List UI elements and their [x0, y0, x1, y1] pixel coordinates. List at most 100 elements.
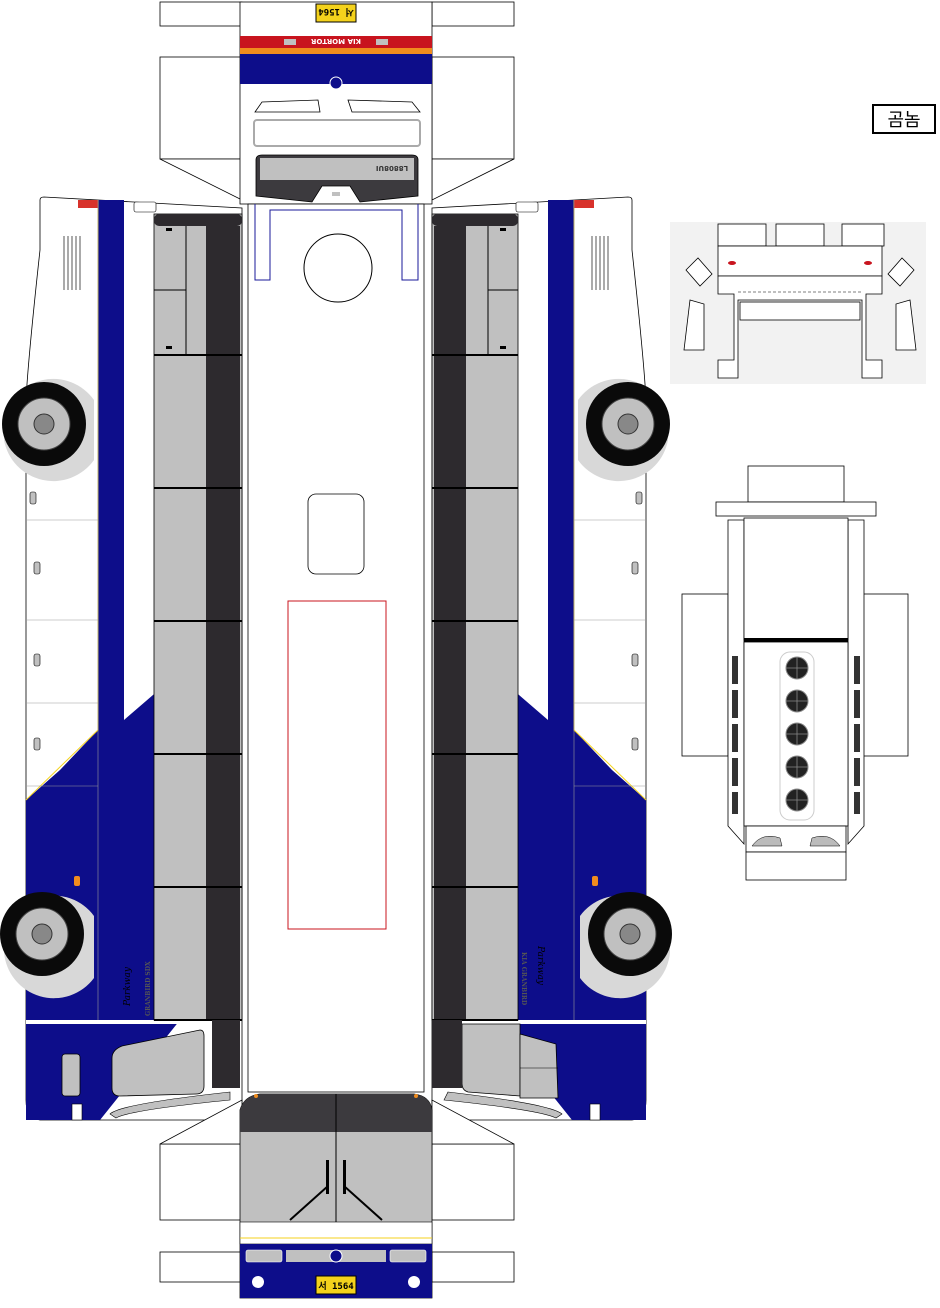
left-door-handle — [33, 653, 41, 667]
right-reflector — [589, 1103, 601, 1121]
kia-logo-icon — [329, 76, 343, 90]
right-rear-line — [432, 1020, 646, 1024]
right-side-mirror-mount — [515, 201, 539, 213]
right-door-handle — [635, 491, 643, 505]
left-window-latch — [166, 228, 172, 231]
radiator-fan-icon — [785, 656, 809, 812]
front-sign-panel — [260, 158, 414, 180]
glue-tab — [841, 223, 885, 247]
left-rear-line — [26, 1020, 240, 1024]
glue-tab — [159, 158, 243, 201]
rear-lamp-left — [245, 1249, 283, 1263]
cab-part-mirror-left — [685, 257, 713, 287]
glue-tab — [747, 465, 845, 503]
front-sign-text: L8808UI — [376, 164, 408, 172]
cab-part — [670, 222, 926, 384]
right-door-handle — [631, 737, 639, 751]
rear-lamp-right — [389, 1249, 427, 1263]
left-grille-lines — [63, 236, 81, 290]
left-window-dark-band — [206, 354, 240, 1020]
left-rear-window — [111, 1029, 205, 1097]
glue-tab — [861, 593, 909, 757]
left-door-handle — [29, 491, 37, 505]
engine-part-panel — [743, 517, 849, 641]
roof-front-trim — [254, 204, 419, 281]
left-door-handle — [33, 561, 41, 575]
right-window-latch — [500, 346, 506, 349]
glue-tab — [681, 593, 729, 757]
left-window-dividers — [154, 226, 242, 1021]
right-side-model: KIA GRANBIRD — [520, 952, 527, 1005]
cab-part-flap-right — [895, 299, 917, 351]
right-side-panel: Parkway KIA GRANBIRD — [431, 196, 672, 1121]
front-marker-light — [284, 39, 296, 45]
kia-logo-icon — [329, 1249, 343, 1263]
cab-part-lamp — [728, 261, 736, 265]
front-section: 서 1564 KIA MORTOR L8808UI — [159, 1, 515, 205]
rear-clearance-light — [414, 1094, 418, 1098]
front-brand-text: KIA MORTOR — [310, 37, 361, 45]
left-driver-window-dark — [206, 226, 240, 356]
left-window-latch — [166, 346, 172, 349]
left-door-handle — [33, 737, 41, 751]
left-marker-light — [78, 200, 98, 208]
engine-vent-slots — [732, 656, 860, 814]
left-front-grille — [60, 234, 82, 292]
left-rear-wheel-icon — [0, 892, 94, 999]
front-orange-stripe — [240, 48, 432, 54]
rear-plate-text: 서 1564 — [318, 1280, 354, 1292]
right-front-wheel-icon — [578, 378, 670, 482]
glue-tab — [431, 1, 515, 27]
left-front-wheel-icon — [2, 378, 94, 482]
roof-ac-outline — [287, 600, 387, 930]
front-lamp-right — [347, 99, 421, 113]
left-side-model: GRANBIRD SDX — [145, 961, 152, 1016]
roof-vent — [307, 493, 365, 575]
front-plate-text: 서 1564 — [318, 6, 354, 18]
rear-wiper-post — [326, 1160, 329, 1194]
glue-tab — [159, 1251, 243, 1283]
right-rear-pillar — [432, 1020, 462, 1088]
rear-wiper-post — [343, 1160, 346, 1194]
right-driver-window — [466, 226, 488, 356]
front-camera — [332, 192, 340, 196]
rear-license-plate — [315, 1275, 357, 1295]
engine-part-hinge — [744, 638, 848, 642]
left-side-marker — [74, 876, 80, 886]
right-window-dark-band — [434, 226, 466, 1020]
cab-part-frame — [717, 275, 883, 379]
glue-tab — [159, 56, 243, 160]
glue-tab — [431, 1143, 515, 1221]
front-lamp-left — [254, 99, 321, 113]
glue-tab — [431, 56, 515, 160]
left-panel-seams — [26, 200, 99, 1020]
right-rear-bumper — [443, 1091, 563, 1119]
glue-tab — [431, 158, 515, 201]
left-rear-light — [61, 1053, 81, 1097]
roof-section — [247, 203, 425, 1093]
left-reflector — [71, 1103, 83, 1121]
front-marker-light — [376, 39, 388, 45]
glue-tab — [159, 1143, 243, 1221]
right-door-handle — [631, 561, 639, 575]
glue-tab — [745, 851, 847, 881]
left-rear-bumper — [109, 1091, 231, 1119]
right-marker-light — [574, 200, 594, 208]
left-rear-pillar — [212, 1020, 240, 1088]
glue-tab — [717, 223, 767, 247]
left-side-panel: Parkway GRANBIRD SDX — [0, 196, 243, 1121]
right-rear-wheel-icon — [580, 892, 672, 999]
cab-part-lamp — [864, 261, 872, 265]
cab-part-step — [739, 301, 861, 321]
glue-tab — [159, 1, 243, 27]
right-rear-window — [461, 1023, 521, 1097]
left-driver-window — [186, 226, 206, 356]
right-door-handle — [631, 653, 639, 667]
right-panel-seams — [573, 200, 646, 1020]
rear-white-band — [239, 1221, 433, 1245]
right-window-top — [432, 214, 518, 226]
left-side-mirror-mount — [133, 201, 157, 213]
left-window-top — [154, 214, 242, 226]
rear-clearance-light — [254, 1094, 258, 1098]
